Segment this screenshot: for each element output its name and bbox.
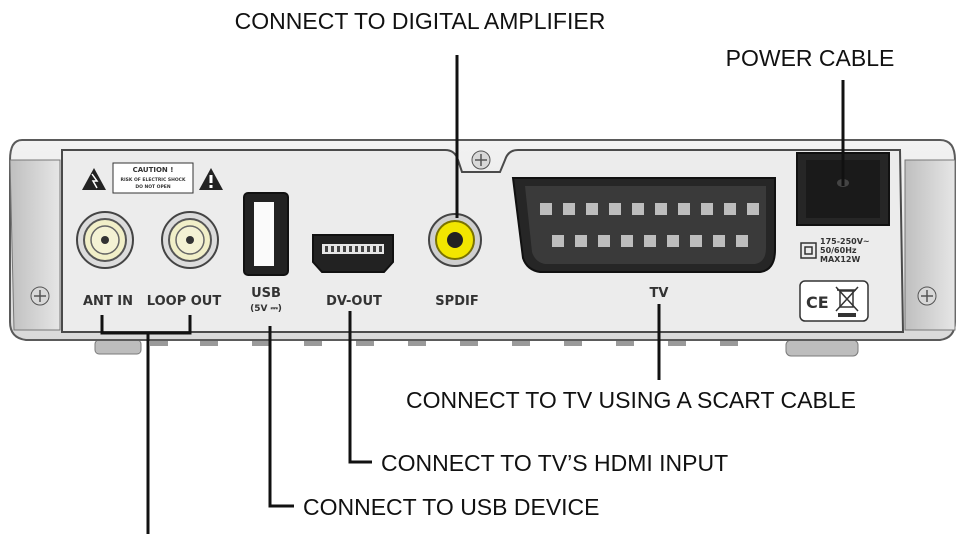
caution-title: CAUTION ! <box>133 166 174 174</box>
leader-lines <box>100 55 845 534</box>
caution-line-2: DO NOT OPEN <box>135 184 171 190</box>
weee-bin-icon <box>835 286 859 317</box>
usb-label: USB <box>251 286 281 301</box>
ce-mark: CE <box>806 293 829 312</box>
scart-connector <box>511 177 776 273</box>
vent-slots <box>150 338 738 346</box>
callout-digital-amplifier: CONNECT TO DIGITAL AMPLIFIER <box>235 8 606 34</box>
loop-out-connector <box>161 211 219 269</box>
warning-lightning-icon <box>82 168 106 190</box>
caution-label: CAUTION ! RISK OF ELECTRIC SHOCK DO NOT … <box>82 162 223 194</box>
compliance-marks: CE <box>799 280 869 322</box>
side-screw-left <box>30 286 50 306</box>
ant-in-connector <box>76 211 134 269</box>
ant-in-label: ANT IN <box>83 294 133 309</box>
spdif-label: SPDIF <box>435 294 478 309</box>
scart-pins-top <box>540 203 759 215</box>
scart-pins-bottom <box>552 235 748 247</box>
power-rating-1: 175-250V~ <box>820 237 870 246</box>
power-rating-3: MAX12W <box>820 255 860 264</box>
leader-hdmi <box>348 311 372 464</box>
leader-antenna-bracket <box>100 315 192 534</box>
usb-port <box>243 192 289 276</box>
top-screw <box>471 150 491 170</box>
callout-hdmi: CONNECT TO TV’S HDMI INPUT <box>381 450 728 476</box>
dv-out-label: DV-OUT <box>326 294 382 309</box>
usb-rating-label: (5V ⎓) <box>250 304 282 314</box>
double-insulation-icon <box>800 242 817 259</box>
callout-usb: CONNECT TO USB DEVICE <box>303 494 600 520</box>
leader-usb <box>268 326 294 508</box>
loop-out-label: LOOP OUT <box>147 294 222 309</box>
spdif-connector <box>428 213 482 267</box>
tv-label: TV <box>650 286 669 301</box>
power-rating-2: 50/60Hz <box>820 246 857 255</box>
callout-scart: CONNECT TO TV USING A SCART CABLE <box>406 387 856 413</box>
callout-power-cable: POWER CABLE <box>726 45 895 71</box>
side-screw-right <box>917 286 937 306</box>
hdmi-port <box>312 234 394 273</box>
caution-line-1: RISK OF ELECTRIC SHOCK <box>121 177 186 183</box>
